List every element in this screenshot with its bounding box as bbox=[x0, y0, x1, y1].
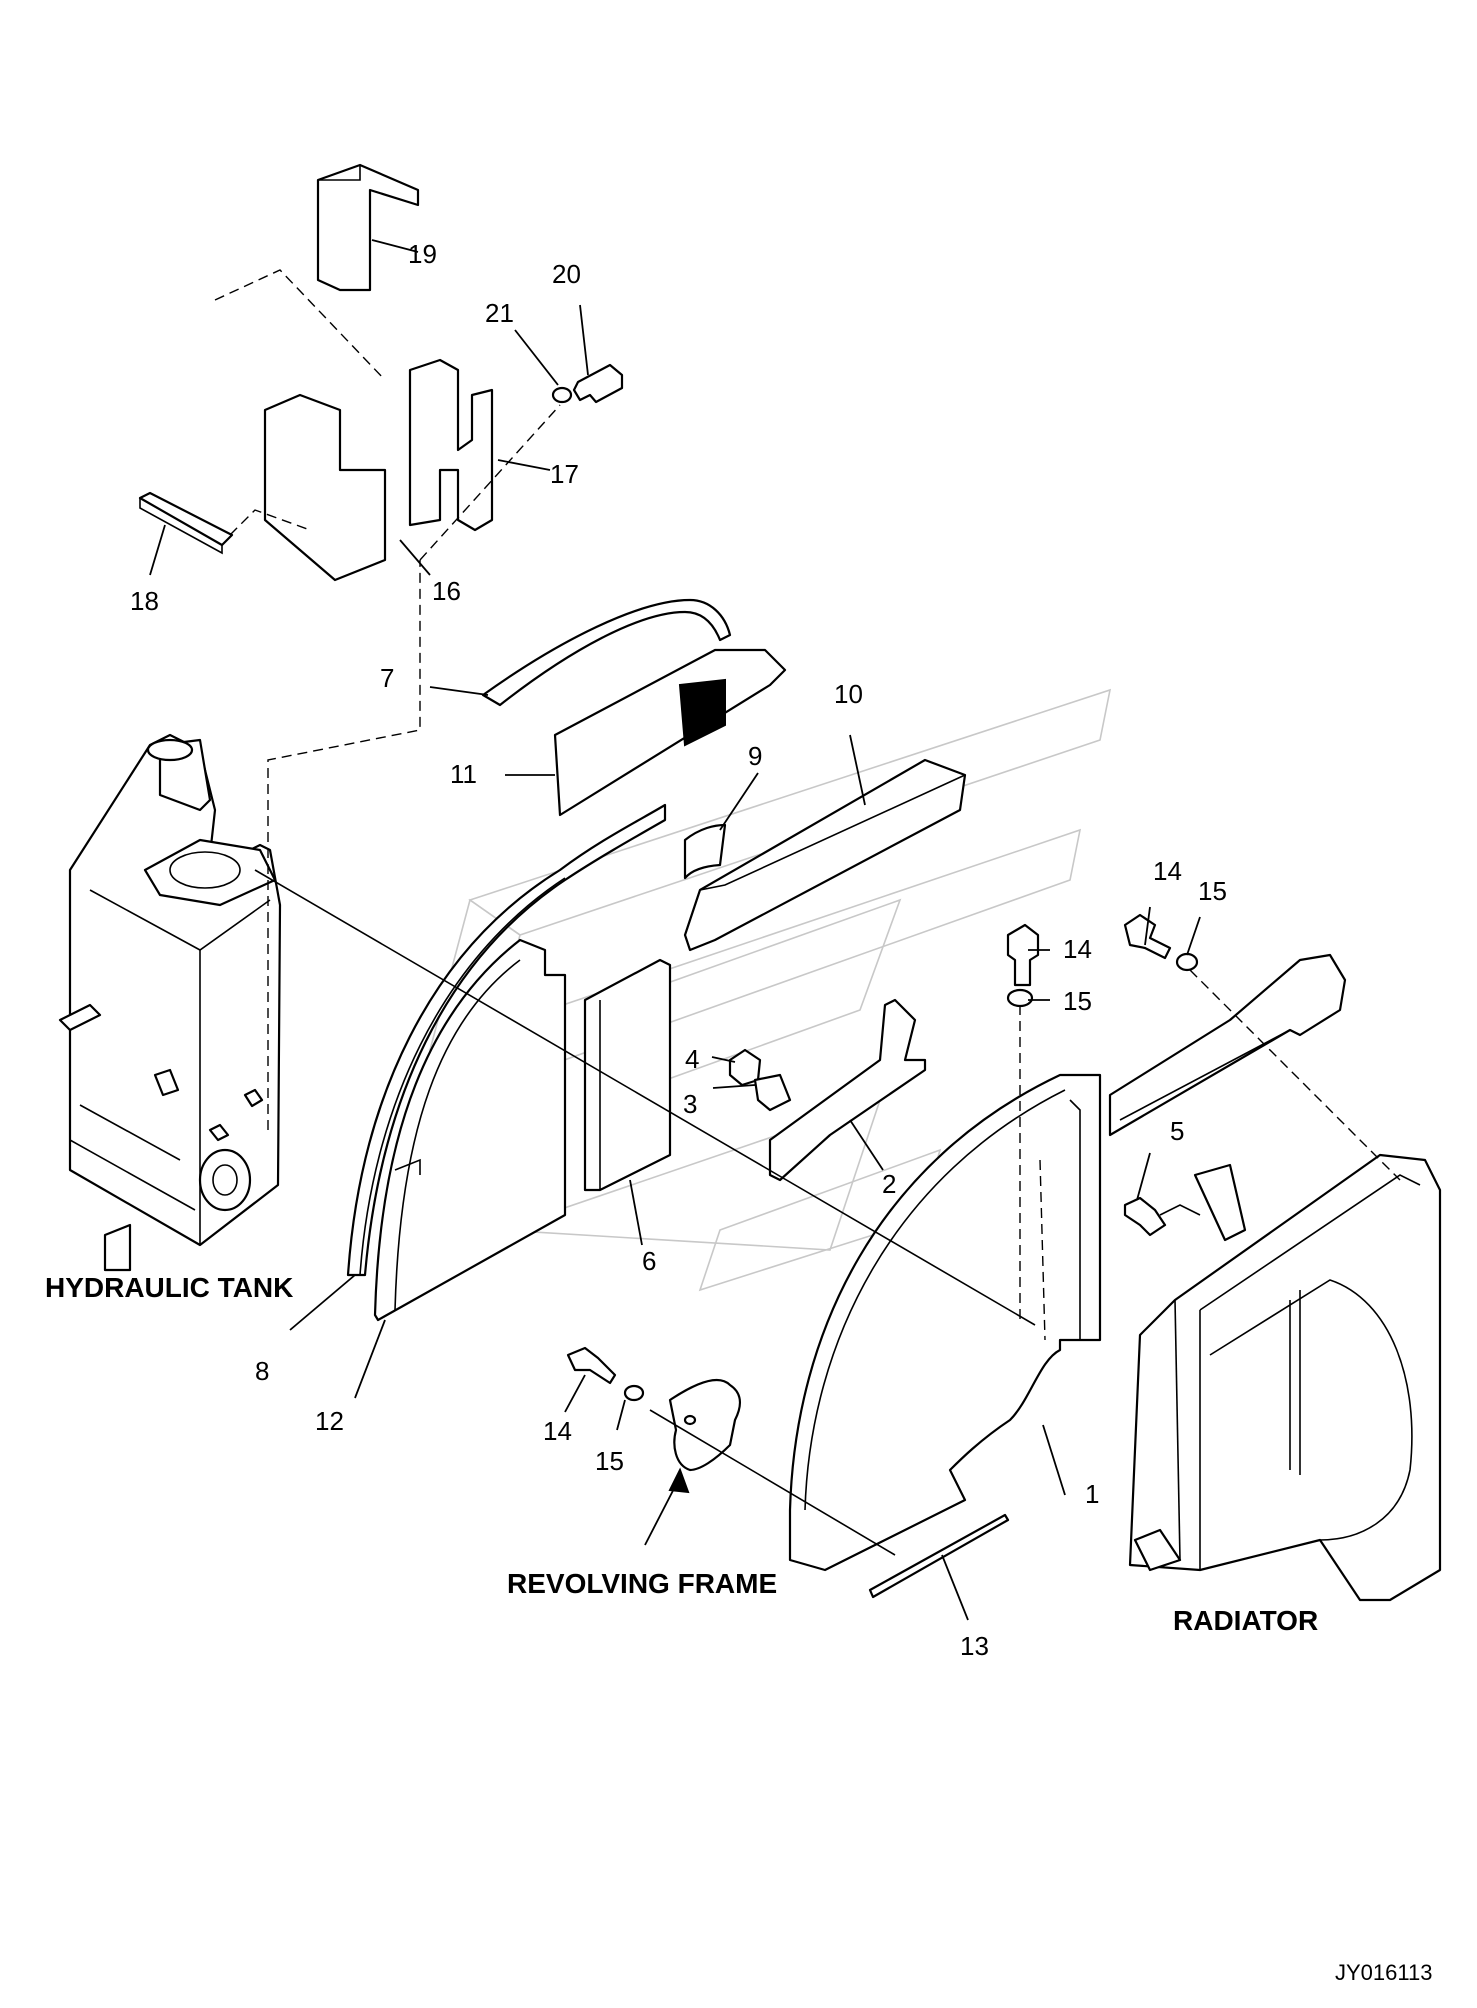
callout-10: 10 bbox=[834, 679, 863, 709]
part-6-pad bbox=[583, 958, 672, 1192]
callout-15-right: 15 bbox=[1198, 876, 1227, 906]
radiator-label: RADIATOR bbox=[1173, 1605, 1318, 1636]
callout-15-mid: 15 bbox=[1063, 986, 1092, 1016]
part-7-seal bbox=[481, 598, 732, 707]
part-15-washer-mid bbox=[1006, 988, 1034, 1008]
radiator-top-seal bbox=[1108, 953, 1347, 1137]
callout-17: 17 bbox=[550, 459, 579, 489]
callout-5: 5 bbox=[1170, 1116, 1184, 1146]
revolving-frame-patch bbox=[668, 1378, 742, 1472]
part-9-pad bbox=[683, 823, 727, 880]
callout-7: 7 bbox=[380, 663, 394, 693]
part-20-bolt bbox=[572, 363, 624, 404]
callout-3: 3 bbox=[683, 1089, 697, 1119]
hydraulic-tank bbox=[58, 733, 282, 1272]
part-13-rod bbox=[868, 1513, 1010, 1599]
part-16-plate bbox=[263, 393, 387, 582]
part-5-bolt bbox=[1123, 1196, 1167, 1237]
callout-11: 11 bbox=[450, 759, 477, 789]
part-12-panel bbox=[373, 938, 567, 1322]
part-17-pad bbox=[408, 358, 494, 532]
part-3-clip bbox=[753, 1073, 792, 1112]
callout-16: 16 bbox=[432, 576, 461, 606]
part-8-seal bbox=[346, 803, 667, 1277]
callout-14-mid: 14 bbox=[1063, 934, 1092, 964]
callout-18: 18 bbox=[130, 586, 159, 616]
part-21-washer bbox=[551, 386, 573, 404]
callout-2: 2 bbox=[882, 1169, 896, 1199]
callout-4: 4 bbox=[685, 1044, 699, 1074]
callout-14-right: 14 bbox=[1153, 856, 1182, 886]
callout-14-bottom: 14 bbox=[543, 1416, 572, 1446]
callout-6: 6 bbox=[642, 1246, 656, 1276]
part-19-pad bbox=[316, 163, 420, 292]
callout-8: 8 bbox=[255, 1356, 269, 1386]
radiator bbox=[1128, 1153, 1442, 1602]
part-14-bolt-mid bbox=[1006, 923, 1040, 987]
revolving-frame-label: REVOLVING FRAME bbox=[507, 1568, 777, 1599]
callout-21: 21 bbox=[485, 298, 514, 328]
callout-15-bottom: 15 bbox=[595, 1446, 624, 1476]
hydraulic-tank-label: HYDRAULIC TANK bbox=[45, 1272, 293, 1303]
part-10-block bbox=[683, 758, 967, 952]
callout-19: 19 bbox=[408, 239, 437, 269]
callout-9: 9 bbox=[748, 741, 762, 771]
part-2-bracket bbox=[768, 998, 927, 1182]
callout-12: 12 bbox=[315, 1406, 344, 1436]
part-11-cover bbox=[553, 648, 787, 817]
connection-lines bbox=[214, 269, 1401, 1556]
callout-20: 20 bbox=[552, 259, 581, 289]
part-15-washer-right bbox=[1175, 952, 1199, 972]
callout-numbers: 1 2 3 4 5 6 7 8 9 10 11 12 13 14 15 14 1… bbox=[130, 239, 1227, 1661]
callout-1: 1 bbox=[1085, 1479, 1099, 1509]
part-14-bolt-bottom bbox=[566, 1346, 617, 1385]
part-1-panel bbox=[788, 1073, 1102, 1572]
diagram-code: JY016113 bbox=[1335, 1960, 1432, 1985]
part-14-bolt-right bbox=[1123, 913, 1172, 960]
part-15-washer-bottom bbox=[623, 1384, 645, 1402]
part-18-bar bbox=[138, 491, 234, 555]
callout-13: 13 bbox=[960, 1631, 989, 1661]
leader-lines bbox=[149, 239, 1201, 1621]
